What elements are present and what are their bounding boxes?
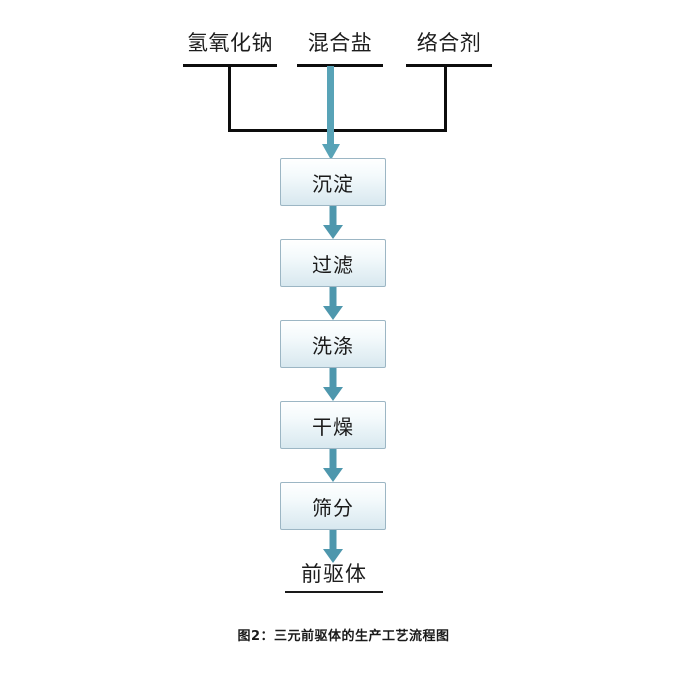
arrow-down-icon-2 — [321, 287, 345, 321]
output-label: 前驱体 — [301, 562, 367, 586]
process-step-3[interactable]: 洗涤 — [280, 320, 386, 368]
process-step-5-label: 筛分 — [312, 495, 354, 520]
process-step-4[interactable]: 干燥 — [280, 401, 386, 449]
process-step-5[interactable]: 筛分 — [280, 482, 386, 530]
arrow-down-icon-1 — [321, 206, 345, 240]
input-rule-2 — [297, 64, 383, 67]
input-rule-3 — [406, 64, 492, 67]
input-label-1: 氢氧化钠 — [187, 31, 273, 55]
process-step-1[interactable]: 沉淀 — [280, 158, 386, 206]
output-rule — [285, 591, 383, 593]
process-step-3-label: 洗涤 — [312, 333, 354, 358]
process-step-2-label: 过滤 — [312, 252, 354, 277]
input-label-3: 络合剂 — [416, 31, 482, 55]
input-connector-right — [444, 64, 447, 132]
input-label-2: 混合盐 — [307, 31, 373, 55]
process-step-1-label: 沉淀 — [312, 171, 354, 196]
feed-stem-line — [327, 66, 334, 152]
input-manifold-line — [228, 129, 447, 132]
arrow-down-icon-3 — [321, 368, 345, 402]
arrow-down-icon-feed — [319, 143, 343, 161]
arrow-down-icon-4 — [321, 449, 345, 483]
process-step-4-label: 干燥 — [312, 414, 354, 439]
process-step-2[interactable]: 过滤 — [280, 239, 386, 287]
input-connector-left — [228, 64, 231, 132]
figure-caption: 图2：三元前驱体的生产工艺流程图 — [237, 629, 450, 644]
arrow-down-icon-5 — [321, 530, 345, 564]
